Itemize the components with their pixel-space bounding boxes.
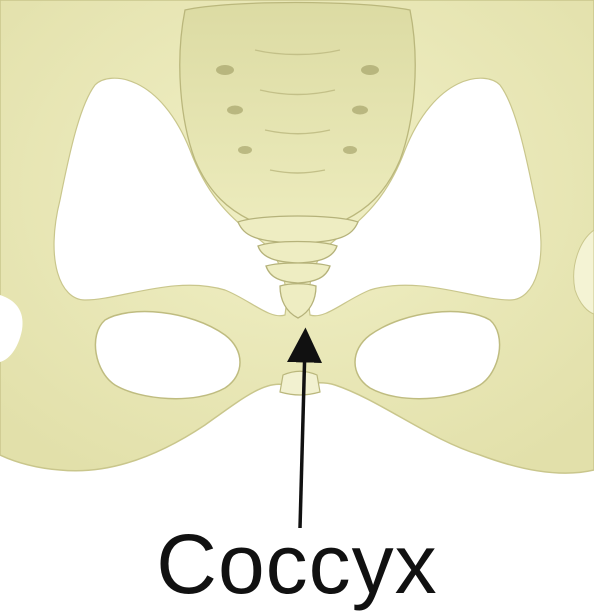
coccyx-label: Coccyx <box>0 518 594 610</box>
sacrum <box>180 3 415 221</box>
pelvis-bone <box>0 0 594 473</box>
pubic-symphysis <box>280 371 320 395</box>
